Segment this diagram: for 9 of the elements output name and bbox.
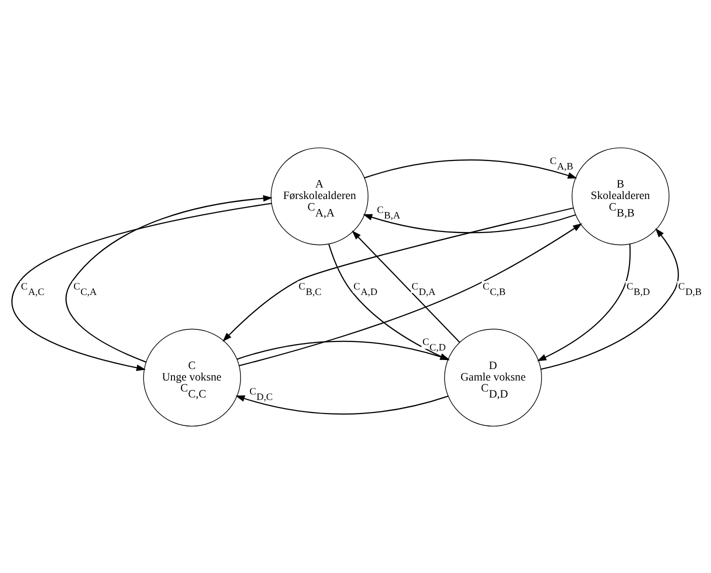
arrow xyxy=(364,158,578,178)
arrow xyxy=(362,214,576,233)
arrow xyxy=(238,222,582,366)
arrow xyxy=(235,394,448,414)
arrow xyxy=(66,194,273,362)
arrow xyxy=(540,228,679,370)
arrow xyxy=(222,206,574,342)
arrow xyxy=(11,202,272,370)
arrow xyxy=(537,244,631,361)
